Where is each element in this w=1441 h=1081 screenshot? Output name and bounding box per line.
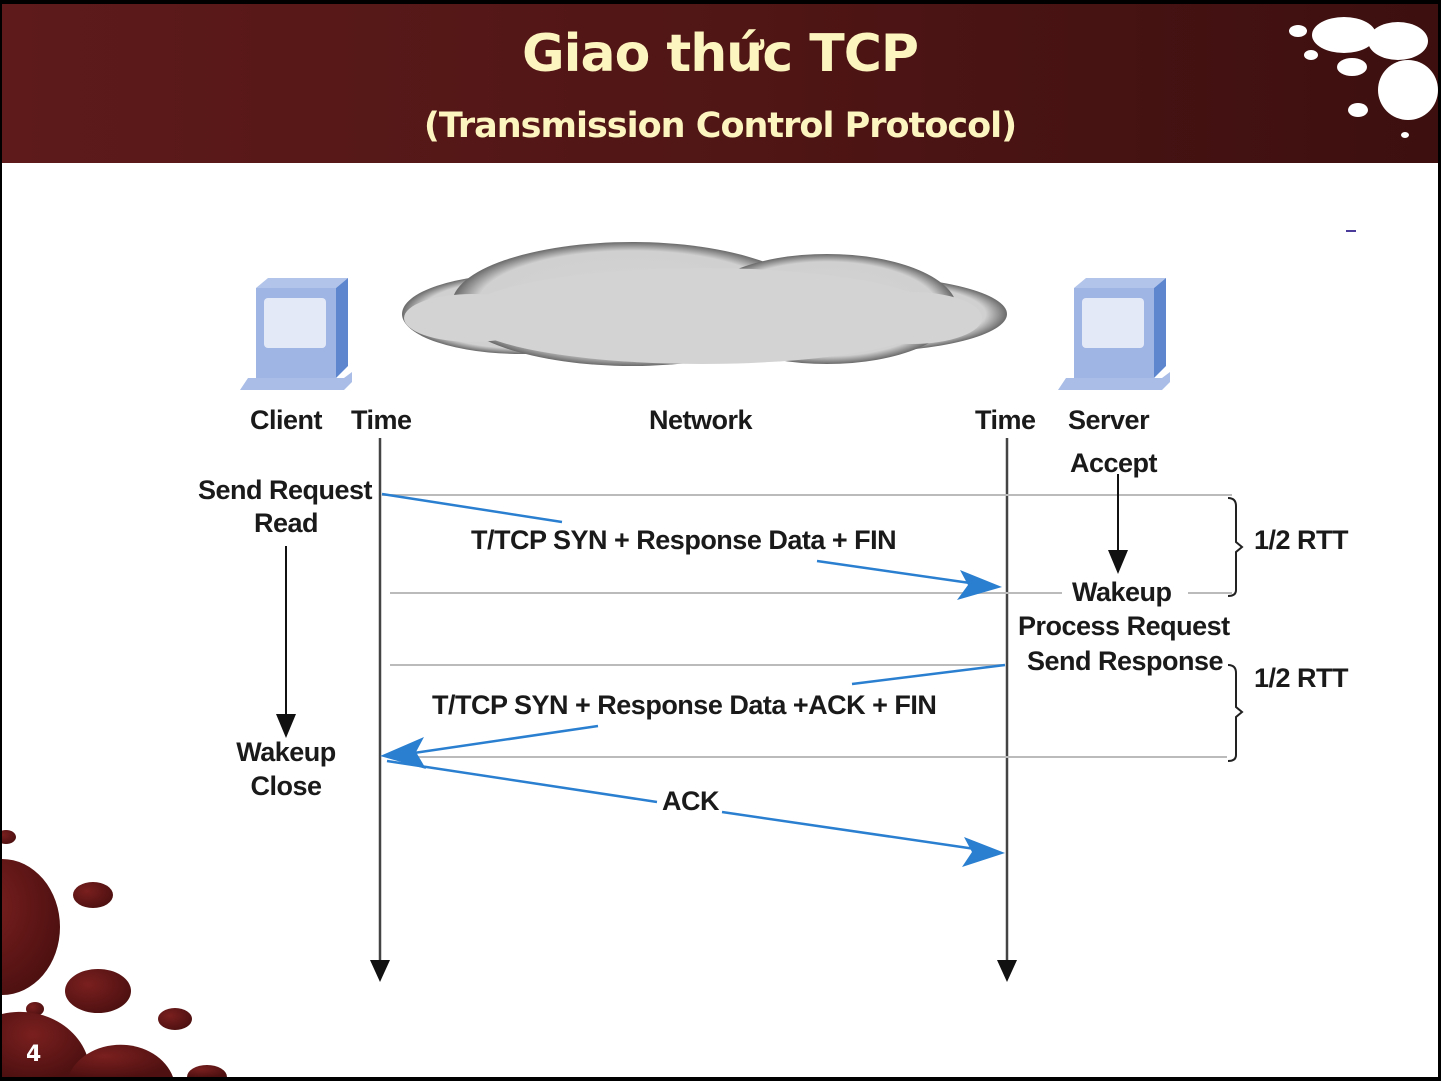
slide-title: Giao thức TCP xyxy=(522,24,919,84)
message-arrow-syn xyxy=(381,492,1002,600)
client-computer-icon xyxy=(240,278,352,390)
rtt-brace-1 xyxy=(1227,497,1244,597)
server-label: Server xyxy=(1068,405,1150,435)
server-timeline xyxy=(997,438,1017,982)
network-label: Network xyxy=(649,405,753,435)
message-arrow-ack xyxy=(386,759,1005,867)
message-label-ack: ACK xyxy=(662,786,720,816)
accept-label: Accept xyxy=(1070,448,1158,478)
interval-guides xyxy=(382,494,1232,758)
stray-mark xyxy=(1346,230,1356,232)
slide-header: Giao thức TCP (Transmission Control Prot… xyxy=(2,4,1438,163)
bubbles-decoration-top xyxy=(1289,17,1438,138)
read-label: Read xyxy=(253,508,319,538)
client-time-label: Time xyxy=(351,405,412,435)
client-process-arrow xyxy=(276,546,296,738)
slide-subtitle: (Transmission Control Protocol) xyxy=(423,106,1017,146)
page-number: 4 xyxy=(26,1042,42,1067)
rtt-label-2: 1/2 RTT xyxy=(1254,663,1349,693)
process-request-label: Process Request xyxy=(1018,611,1230,641)
client-label: Client xyxy=(250,405,323,435)
server-computer-icon xyxy=(1058,278,1170,390)
tcp-sequence-diagram xyxy=(2,242,1244,1077)
bottom-border xyxy=(0,1077,1441,1081)
send-request-label: Send Request xyxy=(198,475,373,505)
send-response-label: Send Response xyxy=(1027,646,1224,676)
rtt-label-1: 1/2 RTT xyxy=(1254,525,1349,555)
server-time-label: Time xyxy=(975,405,1036,435)
message-label-response: T/TCP SYN + Response Data +ACK + FIN xyxy=(432,690,937,720)
rtt-brace-2 xyxy=(1227,664,1244,762)
message-arrow-response xyxy=(380,663,1006,769)
server-process-arrow xyxy=(1108,474,1128,574)
slide: Giao thức TCP (Transmission Control Prot… xyxy=(2,4,1438,1077)
client-timeline xyxy=(370,438,390,982)
client-wakeup-label: Wakeup xyxy=(236,737,336,767)
server-wakeup-label: Wakeup xyxy=(1072,577,1172,607)
message-label-syn: T/TCP SYN + Response Data + FIN xyxy=(471,525,897,555)
bubbles-decoration-bottom xyxy=(2,830,227,1077)
close-label: Close xyxy=(250,771,322,801)
network-cloud-icon xyxy=(402,242,1007,366)
